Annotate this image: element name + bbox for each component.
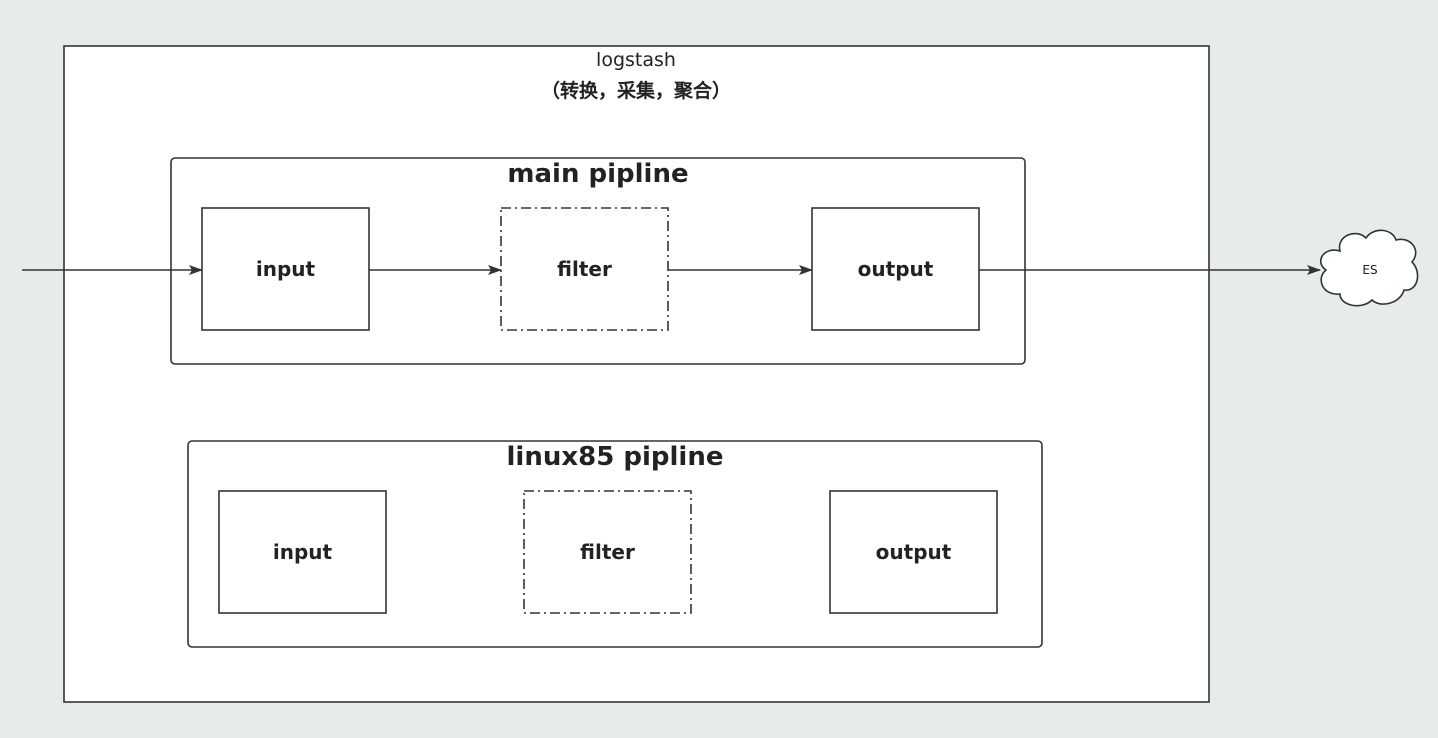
linux85-filter-box (523, 490, 692, 614)
main-input-box (201, 207, 370, 331)
linux85-pipeline-title: linux85 pipline (506, 442, 724, 472)
main-pipeline-title: main pipline (507, 159, 689, 189)
linux85-output-label: output (875, 540, 952, 564)
es-label: ES (1362, 263, 1378, 277)
linux85-input-box (218, 490, 387, 614)
linux85-input-label: input (272, 540, 333, 564)
main-filter-box (500, 207, 669, 331)
es-cloud-icon (1320, 229, 1419, 307)
logstash-subtitle: （转换，采集，聚合） (540, 80, 731, 102)
logstash-title: logstash (596, 49, 676, 71)
main-output-label: output (857, 257, 934, 281)
linux85-filter-label: filter (580, 540, 635, 564)
main-filter-label: filter (557, 257, 612, 281)
main-output-box (811, 207, 980, 331)
main-input-label: input (255, 257, 316, 281)
linux85-output-box (829, 490, 998, 614)
